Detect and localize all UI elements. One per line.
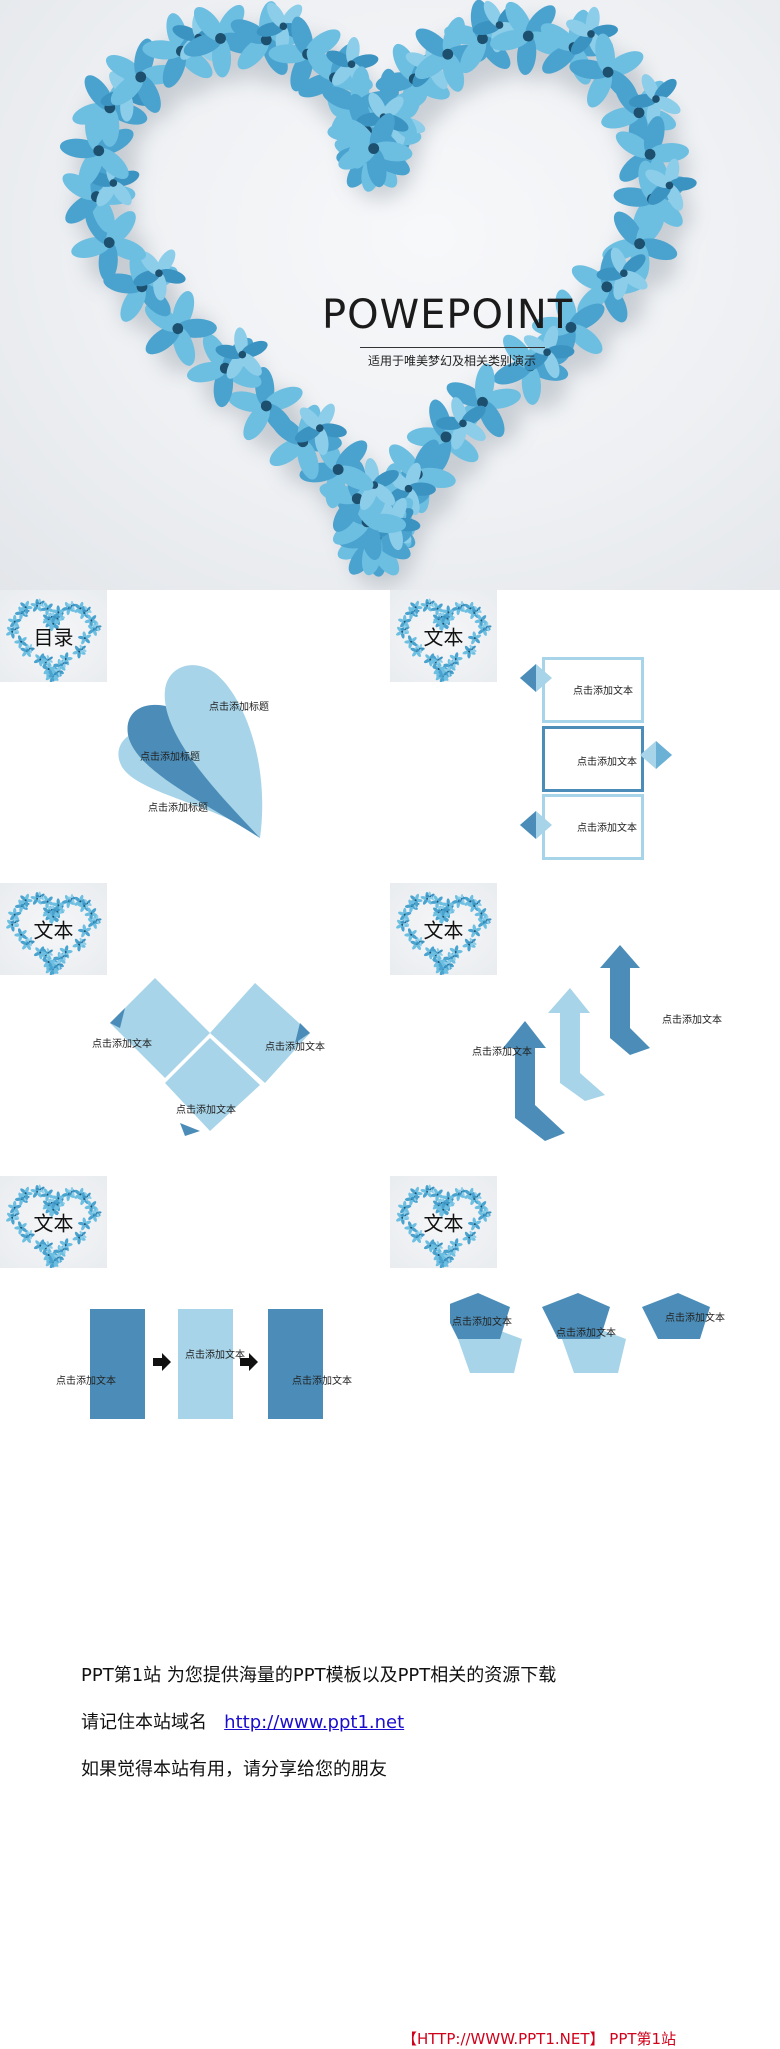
petal-label-bottom[interactable]: 点击添加标题 <box>148 803 208 814</box>
cover-divider <box>360 347 545 348</box>
slide-contents: 目录 点击添加标题 点击添加标题 点击添加标题 <box>0 590 390 883</box>
slide-title: 文本 <box>33 920 74 943</box>
petal-top <box>164 665 263 838</box>
heart-thumbnail: 文本 <box>390 590 497 683</box>
slide-pentagons: 文本 点击添加文本 点击添加文本 点击添加文本 <box>390 1176 780 1469</box>
v-right-square <box>210 983 310 1083</box>
flow-bar-2[interactable] <box>178 1309 233 1419</box>
heart-wreath-icon <box>396 598 492 683</box>
pentagon-label-3[interactable]: 点击添加文本 <box>665 1313 725 1324</box>
arrow-right-icon <box>153 1353 171 1371</box>
v-left-square <box>110 978 210 1078</box>
folded-v-diagram <box>110 978 310 1136</box>
cover-slide: POWEPOINT 适用于唯美梦幻及相关类别演示 <box>0 0 780 590</box>
arrow-right-icon <box>240 1353 258 1371</box>
slide-title: 文本 <box>423 1213 464 1236</box>
text-box-1[interactable]: 点击添加文本 <box>542 657 644 723</box>
text-box-2[interactable]: 点击添加文本 <box>542 726 644 792</box>
arrow-label-right[interactable]: 点击添加文本 <box>662 1015 722 1026</box>
flow-label-2[interactable]: 点击添加文本 <box>185 1350 245 1361</box>
cover-title: POWEPOINT <box>322 292 574 338</box>
heart-thumbnail: 文本 <box>390 883 497 976</box>
rising-arrows-diagram <box>503 945 650 1141</box>
v-label-right[interactable]: 点击添加文本 <box>265 1042 325 1053</box>
text-box-3-label: 点击添加文本 <box>577 823 637 834</box>
flow-label-1[interactable]: 点击添加文本 <box>56 1376 116 1387</box>
heart-wreath-icon <box>6 1184 102 1269</box>
text-box-2-label: 点击添加文本 <box>577 757 637 768</box>
heart-thumbnail: 文本 <box>390 1176 497 1269</box>
v-label-bottom[interactable]: 点击添加文本 <box>176 1105 236 1116</box>
v-label-left[interactable]: 点击添加文本 <box>92 1039 152 1050</box>
heart-wreath-icon <box>6 598 102 683</box>
flow-label-3[interactable]: 点击添加文本 <box>292 1376 352 1387</box>
petal-label-top[interactable]: 点击添加标题 <box>209 702 269 713</box>
petal-middle <box>127 704 260 838</box>
flow-bar-1[interactable] <box>90 1309 145 1419</box>
v-bottom-square <box>165 1038 260 1131</box>
slide-title: 文本 <box>33 1213 74 1236</box>
arrow-right-up-icon <box>600 945 650 1055</box>
v-left-fold <box>110 1008 125 1028</box>
slide-flow-bars: 文本 点击添加文本 点击添加文本 点击添加文本 <box>0 1176 390 1469</box>
promo-line-3: 如果觉得本站有用，请分享给您的朋友 <box>81 1759 387 1780</box>
slide-title: 文本 <box>423 627 464 650</box>
pentagon-up-1 <box>450 1293 510 1339</box>
promo-line-1: PPT第1站 为您提供海量的PPT模板以及PPT相关的资源下载 <box>81 1665 557 1686</box>
brand-footer: 【HTTP://WWW.PPT1.NET】 PPT第1站 <box>402 2030 677 2048</box>
arrow-middle-up-icon <box>548 988 605 1101</box>
cover-subtitle: 适用于唯美梦幻及相关类别演示 <box>368 354 537 368</box>
pentagon-up-3 <box>642 1293 710 1339</box>
diamond-markers <box>520 664 672 839</box>
slide-title: 目录 <box>33 627 74 650</box>
petal-label-middle[interactable]: 点击添加标题 <box>140 752 200 763</box>
site-link[interactable]: http://www.ppt1.net <box>224 1712 405 1733</box>
arrow-left-up-icon <box>503 1021 565 1141</box>
heart-thumbnail: 文本 <box>0 883 107 976</box>
text-box-3[interactable]: 点击添加文本 <box>542 794 644 860</box>
pentagon-up-2 <box>542 1293 610 1339</box>
pentagon-label-1[interactable]: 点击添加文本 <box>452 1317 512 1328</box>
heart-thumbnail: 目录 <box>0 590 107 683</box>
promo-line-2: 请记住本站域名 http://www.ppt1.net <box>81 1708 404 1734</box>
flow-bar-3[interactable] <box>268 1309 323 1419</box>
domain-prefix: 请记住本站域名 <box>81 1712 207 1733</box>
slide-arrows: 文本 点击添加文本 点击添加文本 <box>390 883 780 1176</box>
pentagon-label-2[interactable]: 点击添加文本 <box>556 1328 616 1339</box>
heart-wreath-icon <box>396 891 492 976</box>
slide-text-boxes: 文本 点击添加文本 点击添加文本 点击添加文本 <box>390 590 780 883</box>
heart-wreath-icon <box>396 1184 492 1269</box>
slide-folded-v: 文本 点击添加文本 点击添加文本 点击添加文本 <box>0 883 390 1176</box>
pentagon-chain <box>450 1293 710 1373</box>
slide-title: 文本 <box>423 920 464 943</box>
heart-wreath-icon <box>6 891 102 976</box>
v-right-fold <box>295 1023 310 1043</box>
petal-diagram <box>118 665 263 838</box>
flower-heart-image <box>59 0 697 588</box>
text-box-1-label: 点击添加文本 <box>573 686 633 697</box>
heart-thumbnail: 文本 <box>0 1176 107 1269</box>
diamond-left-1-shade <box>520 664 536 692</box>
diamond-left-3-shade <box>520 811 536 839</box>
diamond-right-2-shade <box>656 741 672 769</box>
v-bottom-fold <box>180 1123 200 1136</box>
arrow-label-left[interactable]: 点击添加文本 <box>472 1047 532 1058</box>
